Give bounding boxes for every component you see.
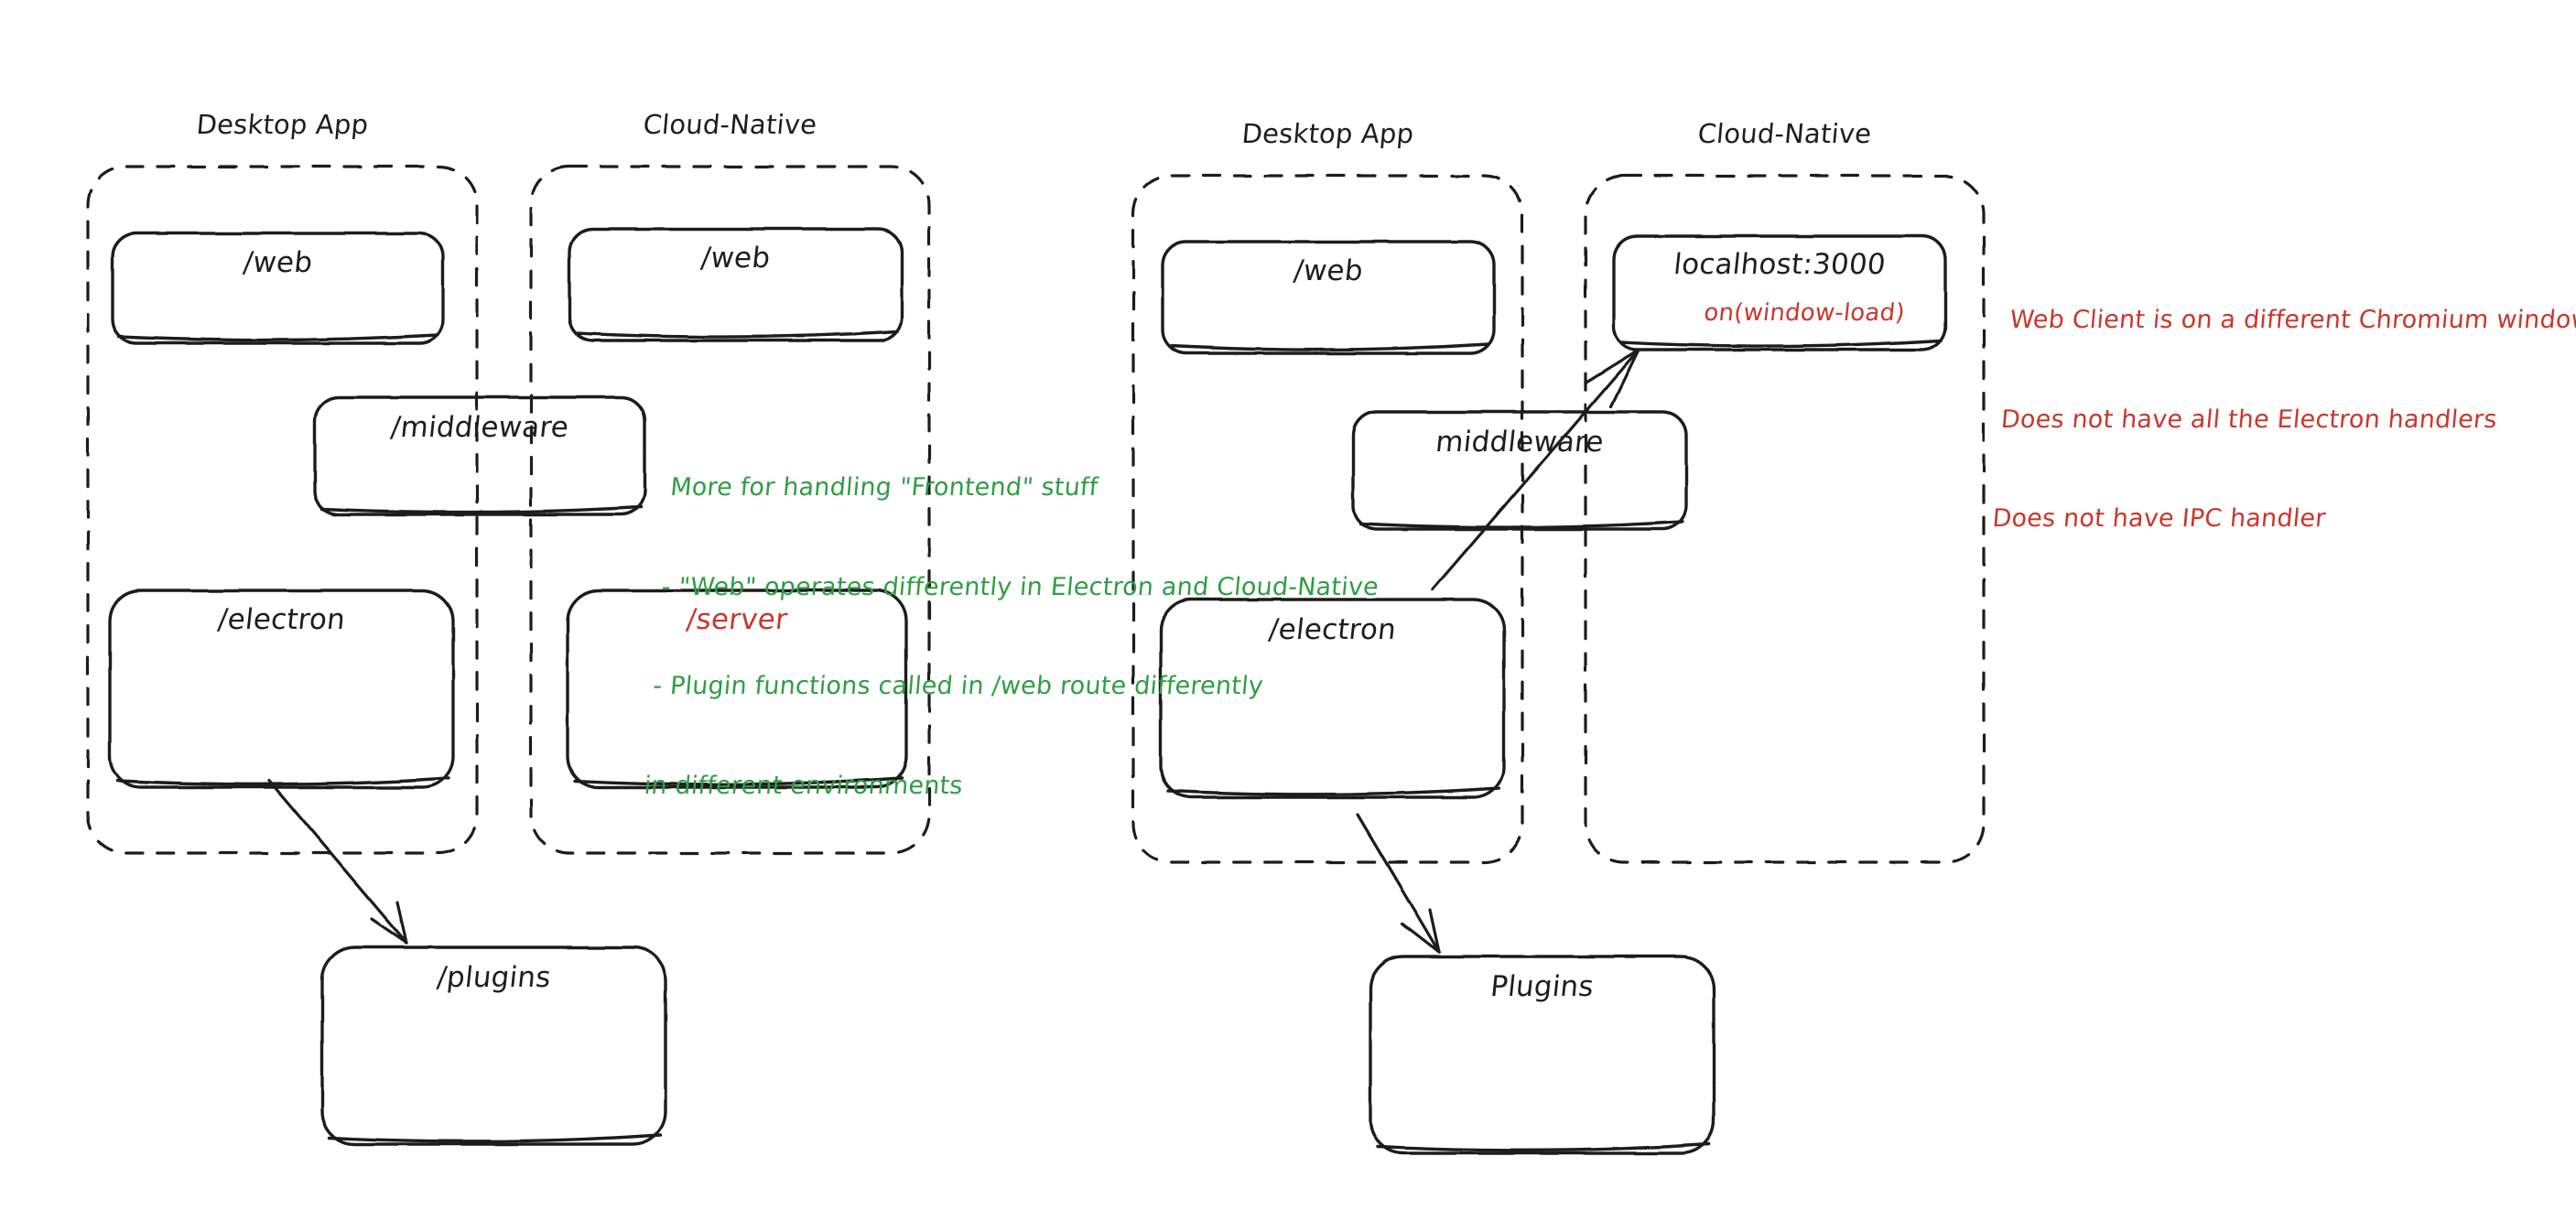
box-label-right-localhost: localhost:3000 bbox=[1672, 248, 1888, 281]
group-title-right-desktop-app: Desktop App bbox=[1240, 118, 1415, 149]
arrow-right-electron-to-localhost bbox=[1431, 348, 1640, 591]
box-label-right-middleware: middleware bbox=[1434, 426, 1606, 459]
box-label-left-middleware: /middleware bbox=[389, 411, 570, 444]
box-label-left-electron: /electron bbox=[216, 603, 347, 636]
shape-left-server bbox=[566, 589, 908, 789]
note-red-line-3: Does not have IPC handler bbox=[1991, 504, 2327, 534]
box-label-left-plugins: /plugins bbox=[435, 961, 553, 994]
note-green-line-3: - Plugin functions called in /web route … bbox=[651, 672, 1265, 701]
shape-right-plugins bbox=[1369, 955, 1716, 1155]
group-title-right-cloud-native: Cloud-Native bbox=[1696, 118, 1873, 149]
container-right-cloud-native bbox=[1584, 174, 1986, 864]
shape-left-cn-web bbox=[568, 227, 904, 342]
container-left-cloud-native bbox=[529, 165, 931, 855]
group-title-left-desktop-app: Desktop App bbox=[195, 109, 370, 140]
arrow-right-electron-to-plugins bbox=[1356, 813, 1441, 954]
arrow-left-electron-to-plugins bbox=[267, 779, 408, 945]
shape-right-middleware bbox=[1351, 410, 1688, 531]
box-label-right-web: /web bbox=[1292, 254, 1365, 287]
shape-right-localhost bbox=[1612, 234, 1947, 351]
shape-right-electron bbox=[1159, 598, 1506, 799]
shape-left-middleware bbox=[313, 395, 646, 516]
box-label-left-web: /web bbox=[242, 246, 315, 279]
group-title-left-cloud-native: Cloud-Native bbox=[642, 109, 818, 140]
shape-right-web bbox=[1161, 240, 1496, 355]
note-red-line-1: Web Client is on a different Chromium wi… bbox=[2008, 306, 2576, 335]
note-green-line-4: in different environments bbox=[643, 771, 965, 800]
box-label-right-plugins: Plugins bbox=[1488, 970, 1596, 1003]
container-right-desktop-app bbox=[1131, 174, 1524, 864]
box-label-left-cloud-native-web: /web bbox=[699, 242, 773, 275]
shape-left-electron bbox=[108, 589, 455, 789]
note-green-line-2: - "Web" operates differently in Electron… bbox=[660, 572, 1380, 601]
note-red: Web Client is on a different Chromium wi… bbox=[1986, 238, 2576, 602]
box-sublabel-on-window-load: on(window-load) bbox=[1702, 299, 1907, 327]
shape-left-plugins bbox=[320, 946, 667, 1146]
note-green: More for handling "Frontend" stuff - "We… bbox=[637, 405, 1394, 869]
shape-left-web bbox=[111, 232, 445, 345]
note-green-line-1: More for handling "Frontend" stuff bbox=[668, 473, 1099, 503]
container-left-desktop-app bbox=[86, 165, 479, 855]
note-red-line-2: Does not have all the Electron handlers bbox=[1999, 405, 2498, 434]
